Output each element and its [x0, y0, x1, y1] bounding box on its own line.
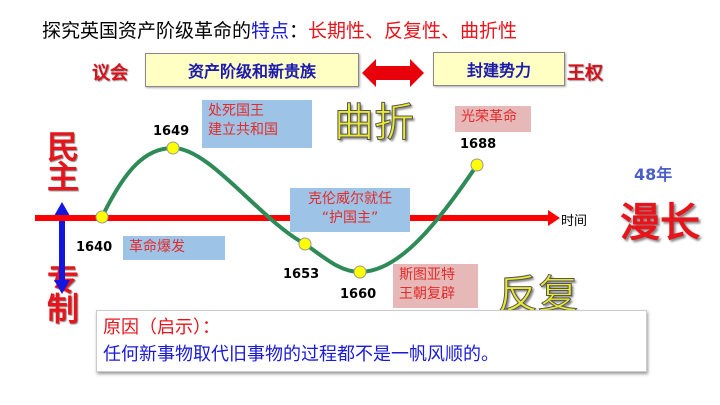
long-keyword: 漫长 — [620, 200, 700, 246]
reason-box: 原因（启示）： 任何新事物取代旧事物的过程都不是一帆风顺的。 — [96, 310, 647, 372]
year-1640: 1640 — [76, 240, 113, 255]
year-1649: 1649 — [153, 124, 190, 139]
double-arrow-icon — [362, 59, 424, 87]
year-1688: 1688 — [460, 137, 497, 152]
point-1653 — [298, 237, 312, 251]
winding-keyword: 曲折 — [334, 100, 415, 147]
event-republic: 处死国王 建立共和国 — [202, 100, 312, 148]
slide-title: 探究英国资产阶级革命的特点：长期性、反复性、曲折性 — [42, 16, 517, 43]
event-glorious-revolution: 光荣革命 — [455, 106, 531, 132]
bourgeoisie-box: 资产阶级和新贵族 — [145, 53, 359, 87]
democracy-label: 民主 — [42, 130, 80, 190]
reason-text: 任何新事物取代旧事物的过程都不是一帆风顺的。 — [103, 344, 499, 365]
parliament-label: 议会 — [92, 63, 128, 84]
event-restoration: 斯图亚特 王朝复辟 — [393, 264, 478, 308]
duration-label: 48年 — [634, 165, 673, 184]
vertical-double-arrow-icon — [54, 202, 70, 294]
feudal-box: 封建势力 — [433, 52, 565, 86]
title-colon: ： — [289, 20, 309, 42]
point-1688 — [470, 158, 484, 172]
reason-heading: 原因（启示）： — [103, 317, 220, 338]
point-1640 — [95, 210, 109, 224]
point-1649 — [166, 141, 180, 155]
year-1660: 1660 — [340, 287, 377, 302]
monarchy-label: 王权 — [567, 63, 603, 84]
event-cromwell: 克伦威尔就任 “护国主” — [290, 188, 410, 232]
title-highlight: 特点 — [251, 20, 290, 42]
title-features: 长期性、反复性、曲折性 — [308, 20, 518, 42]
year-1653: 1653 — [283, 267, 320, 282]
event-revolution-outbreak: 革命爆发 — [123, 236, 225, 260]
title-text: 探究英国资产阶级革命的 — [42, 20, 252, 42]
point-1660 — [353, 265, 367, 279]
time-axis-label: 时间 — [561, 214, 588, 229]
